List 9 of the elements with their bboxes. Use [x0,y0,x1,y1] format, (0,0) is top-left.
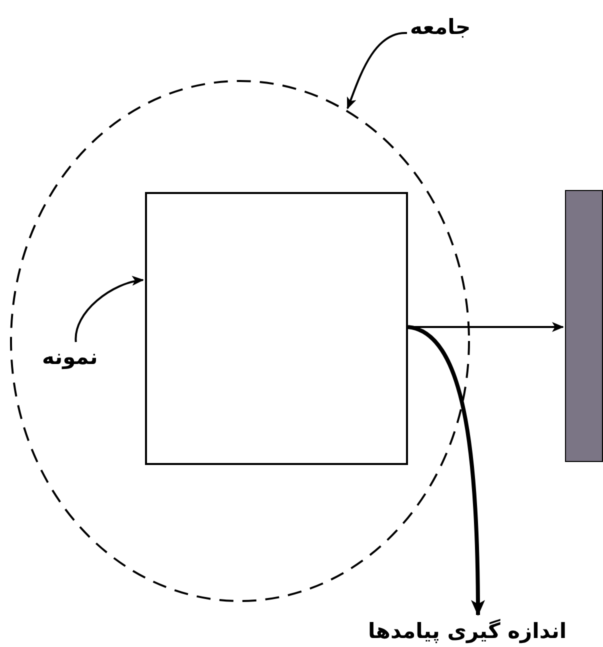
node-label: نمونه [42,344,98,370]
arrow [407,325,485,616]
node-label: جامعه [410,14,471,40]
arrow [346,32,408,110]
shaded-box [565,190,603,462]
dashed-ellipse [10,80,470,602]
square-box [145,192,408,465]
node-label: اندازه گیری پیامدها [368,618,567,644]
arrow [74,276,144,342]
